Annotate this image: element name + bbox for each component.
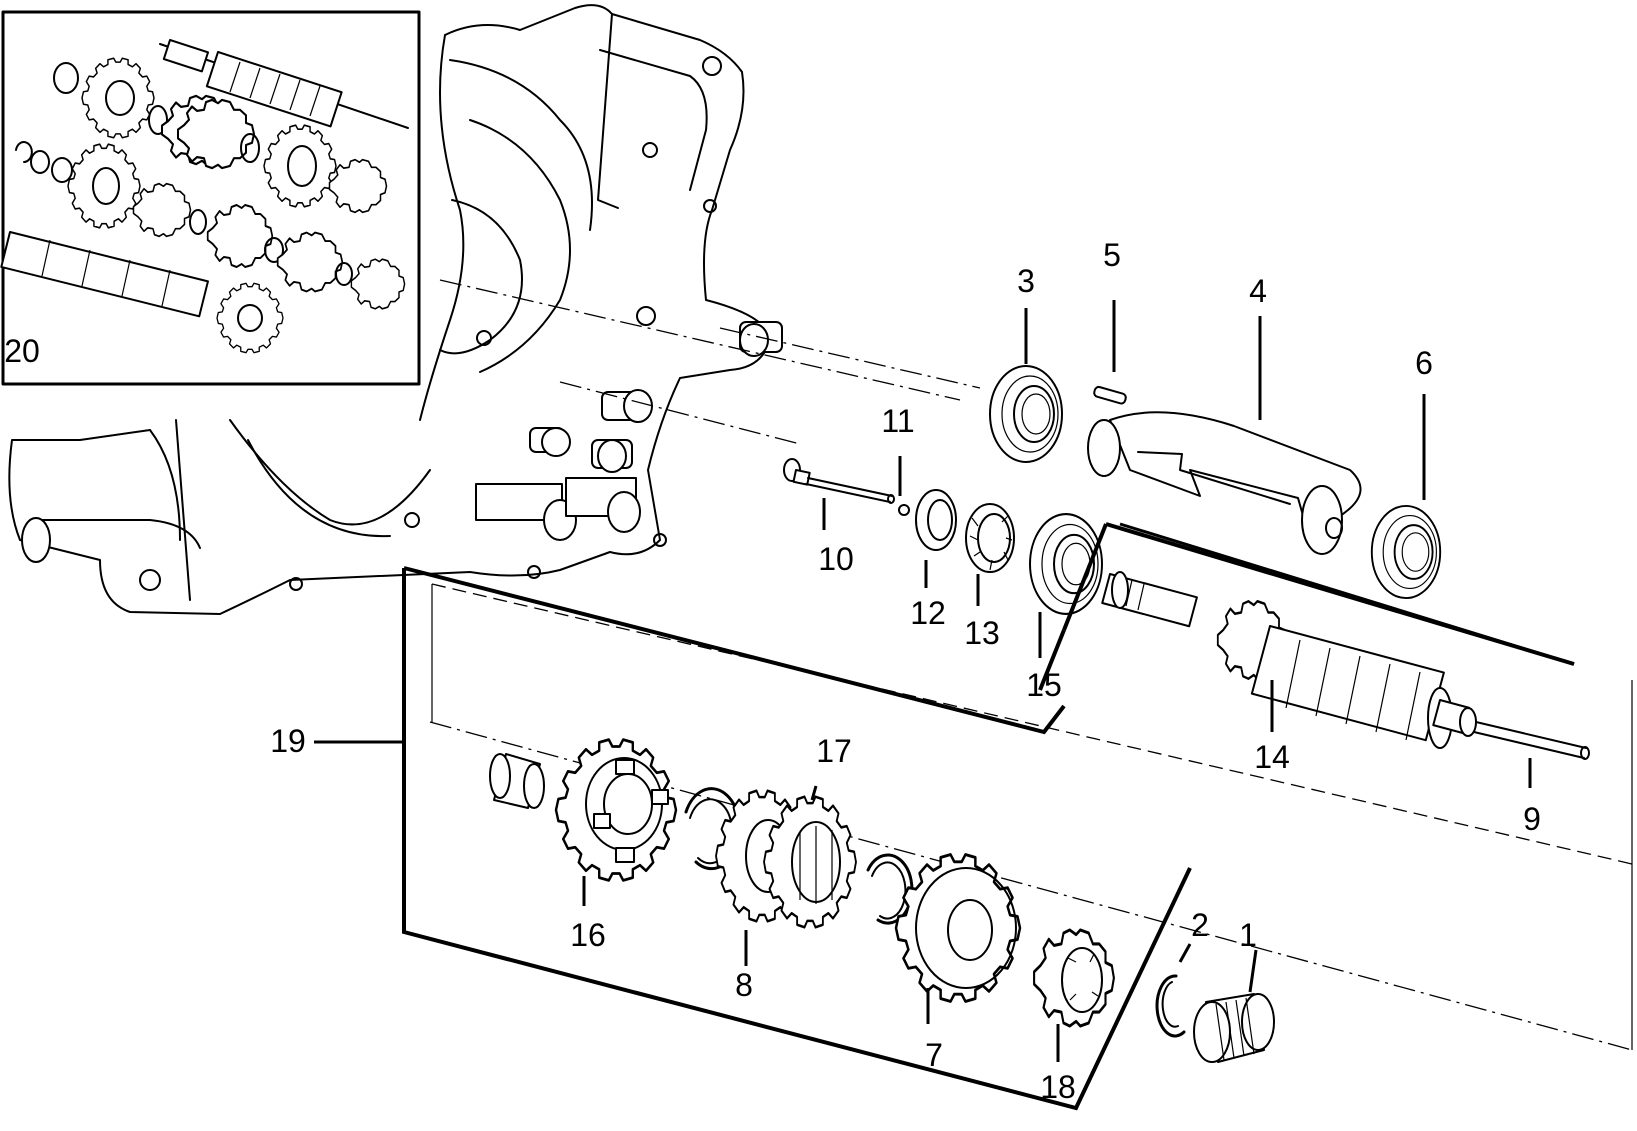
part-12-washer: [915, 489, 957, 551]
part-7-large-gear: [894, 853, 1022, 1003]
circlip-right: [866, 853, 914, 925]
part-2-circlip: [1155, 974, 1186, 1038]
callout-7: 7: [925, 1037, 943, 1073]
callout-12: 12: [910, 595, 946, 631]
callout-13: 13: [964, 615, 1000, 651]
callout-20: 20: [4, 333, 40, 369]
callout-6: 6: [1415, 345, 1433, 381]
part-18-small-gear: [1032, 928, 1116, 1028]
inset-gear-row-1: [53, 57, 388, 214]
callout-17: 17: [816, 733, 852, 769]
callout-9: 9: [1523, 801, 1541, 837]
callout-2: 2: [1191, 907, 1209, 943]
leader-lines: [314, 300, 1532, 1062]
callout-14: 14: [1254, 739, 1290, 775]
part-16-gear-with-sleeve: [489, 738, 678, 882]
axis-lines: [429, 279, 1633, 1051]
inset-gear-row-2: [15, 141, 406, 310]
gear-set-box-19: [402, 522, 1575, 1111]
inset-upper-shaft: [159, 39, 409, 129]
part-3-bearing: [989, 365, 1063, 463]
callout-18: 18: [1040, 1069, 1076, 1105]
callout-4: 4: [1249, 273, 1267, 309]
callout-3: 3: [1017, 263, 1035, 299]
inset-assembly-box: [0, 10, 421, 386]
part-13-spring-washer: [965, 503, 1015, 573]
part-5-key: [1093, 385, 1127, 405]
part-4-bracket: [1087, 411, 1362, 555]
callout-11: 11: [881, 403, 914, 439]
callout-1: 1: [1239, 917, 1257, 953]
callout-10: 10: [818, 541, 854, 577]
callout-5: 5: [1103, 237, 1121, 273]
part-8-double-gear: [714, 789, 858, 929]
callout-16: 16: [570, 917, 606, 953]
part-10-bolt: [783, 458, 895, 504]
inset-lower-shaft: [0, 231, 284, 354]
part-9-rod: [1473, 721, 1590, 760]
callout-15: 15: [1026, 667, 1062, 703]
part-14-shaft: [1101, 571, 1477, 749]
part-1-needle-bearing: [1193, 993, 1275, 1063]
callout-numbers: 1 2 3 4 5 6 7 8 9 10 11 12 13 14 15 16 1…: [4, 237, 1541, 1105]
callout-8: 8: [735, 967, 753, 1003]
callout-19: 19: [270, 723, 306, 759]
part-11-ball: [898, 504, 910, 516]
part-6-bearing: [1370, 504, 1442, 600]
